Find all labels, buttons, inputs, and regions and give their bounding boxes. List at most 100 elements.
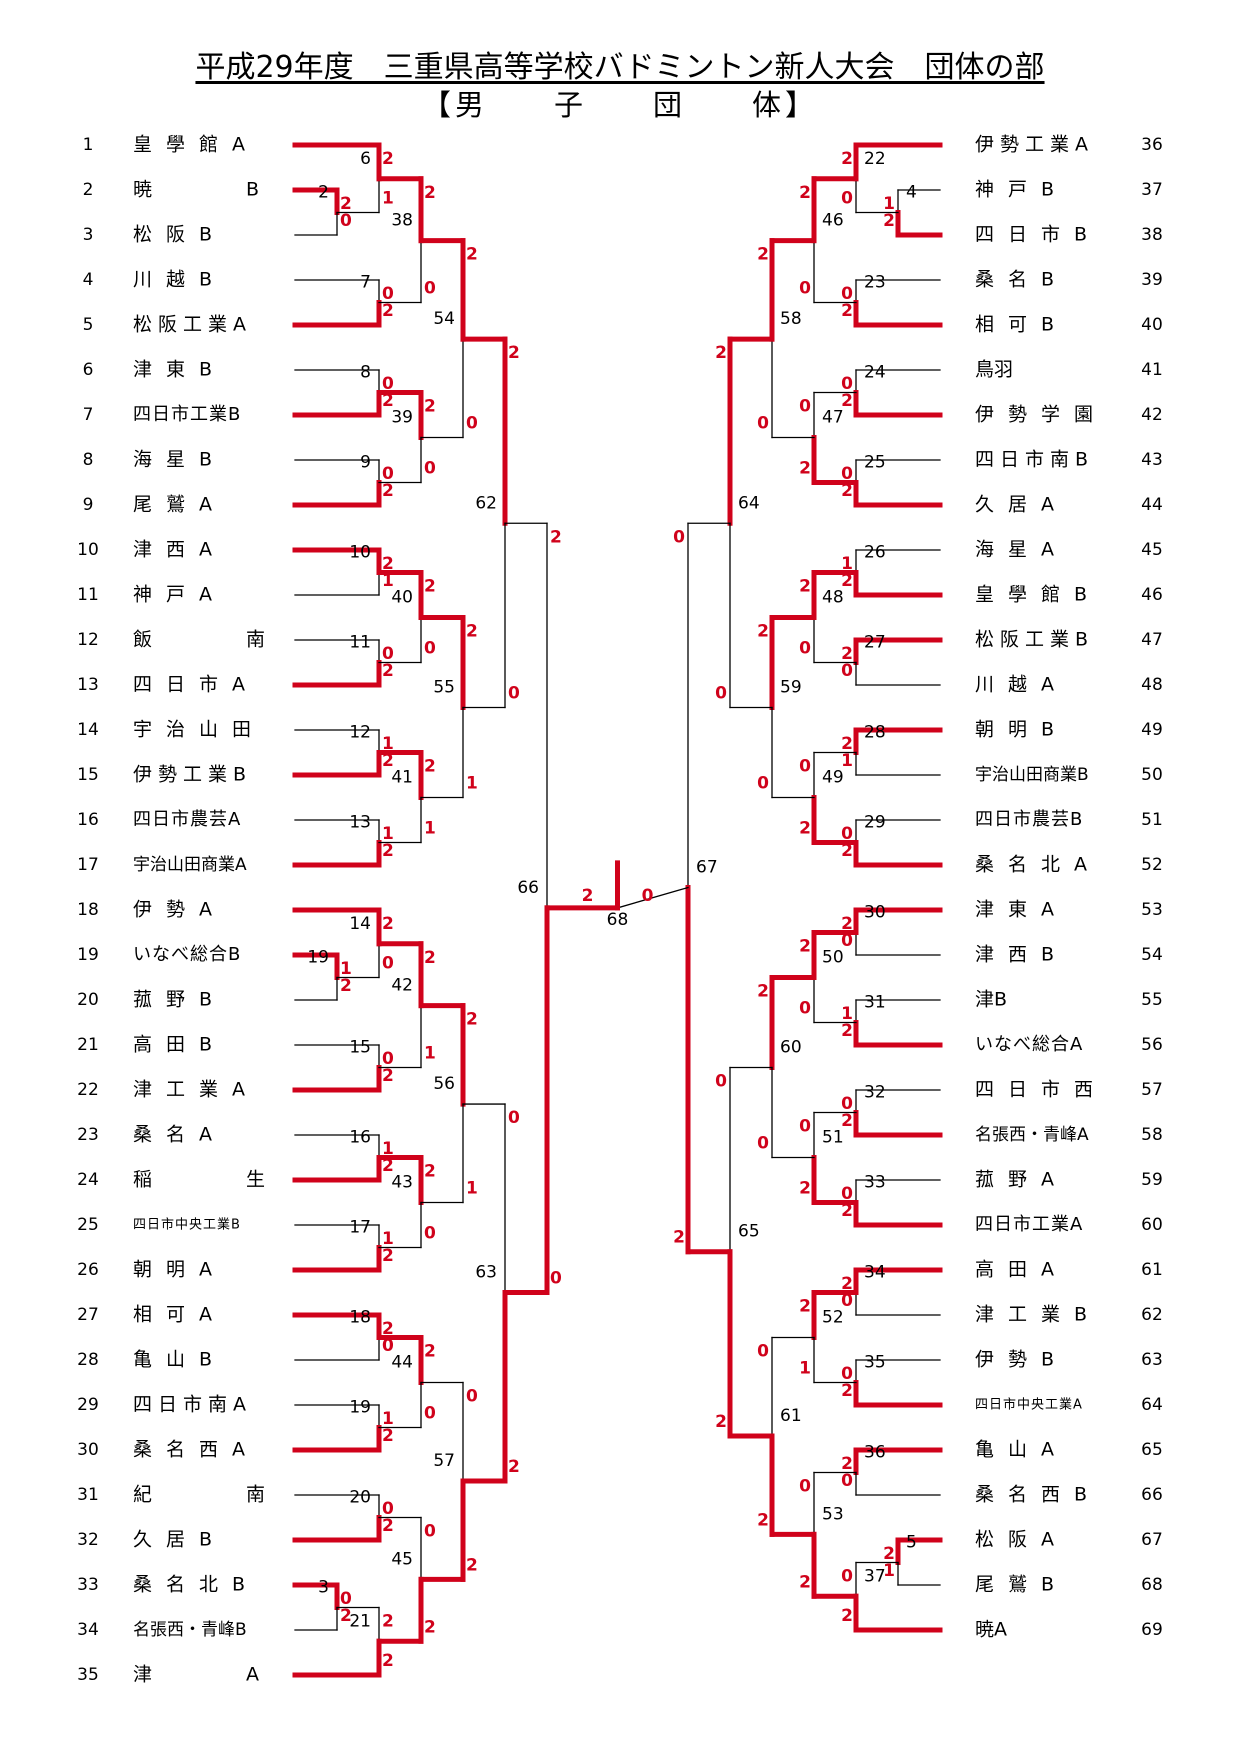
team-name: 南 (246, 1484, 265, 1506)
team-name: 亀山A (975, 1439, 1068, 1461)
team-name: 川越B (133, 269, 226, 291)
match-number: 34 (864, 1263, 886, 1283)
team-name: 鳥羽 (975, 359, 1013, 381)
match-number: 60 (780, 1038, 802, 1058)
team-number: 39 (1141, 270, 1163, 290)
team-number: 26 (77, 1260, 99, 1280)
team-number: 68 (1141, 1575, 1163, 1595)
team-name: 桑名北A (975, 854, 1101, 876)
team-number: 56 (1141, 1035, 1163, 1055)
team-name: 皇學館A (133, 134, 259, 156)
match-number: 24 (864, 363, 886, 383)
team-number: 67 (1141, 1530, 1163, 1550)
match-score: 1 (382, 571, 394, 591)
team-name: いなべ総合A (975, 1034, 1083, 1055)
match-score: 2 (799, 819, 811, 839)
match-number: 66 (517, 878, 539, 898)
match-score: 2 (841, 149, 853, 169)
match-score: 0 (841, 1291, 853, 1311)
team-name: 松阪A (975, 1529, 1068, 1551)
team-number: 55 (1141, 990, 1163, 1010)
team-name: 高田B (133, 1034, 226, 1056)
team-name: 稲 (133, 1169, 152, 1191)
match-score: 2 (508, 1457, 520, 1477)
team-number: 57 (1141, 1080, 1163, 1100)
match-number: 44 (391, 1353, 413, 1373)
match-score: 1 (841, 554, 853, 574)
match-score: 2 (382, 661, 394, 681)
match-score: 2 (466, 1010, 478, 1030)
match-number: 21 (349, 1611, 371, 1631)
match-number: 25 (864, 453, 886, 473)
match-number: 58 (780, 309, 802, 329)
match-score: 1 (799, 1359, 811, 1379)
match-number: 40 (391, 588, 413, 608)
match-score: 2 (673, 1228, 685, 1248)
match-score: 1 (382, 1409, 394, 1429)
match-score: 2 (841, 571, 853, 591)
match-number: 23 (864, 273, 886, 293)
match-score: 1 (883, 194, 895, 214)
team-name: 桑名西A (133, 1439, 259, 1461)
team-number: 45 (1141, 540, 1163, 560)
match-score: 2 (799, 1297, 811, 1317)
match-score: 0 (466, 414, 478, 434)
team-name: 宇治山田 (133, 719, 265, 741)
match-number: 7 (360, 273, 371, 293)
team-number: 34 (77, 1620, 99, 1640)
match-score: 2 (841, 1454, 853, 1474)
match-score: 0 (757, 774, 769, 794)
match-score: 2 (382, 1651, 394, 1671)
team-number: 59 (1141, 1170, 1163, 1190)
team-number: 52 (1141, 855, 1163, 875)
team-number: 47 (1141, 630, 1163, 650)
match-number: 61 (780, 1406, 802, 1426)
match-number: 45 (391, 1549, 413, 1569)
team-number: 17 (77, 855, 99, 875)
match-score: 0 (841, 931, 853, 951)
match-number: 37 (864, 1566, 886, 1586)
team-name: 名張西・青峰B (133, 1620, 247, 1640)
match-score: 2 (841, 1381, 853, 1401)
team-name: 四日市工業A (975, 1214, 1083, 1235)
match-score: 2 (424, 1342, 436, 1362)
team-name: 桑名西B (975, 1484, 1101, 1506)
team-name: 四日市中央工業B (133, 1217, 241, 1233)
match-score: 2 (841, 841, 853, 861)
match-score: 2 (382, 1516, 394, 1536)
match-number: 55 (433, 678, 455, 698)
team-number: 49 (1141, 720, 1163, 740)
match-number: 14 (349, 914, 371, 934)
match-score: 0 (382, 644, 394, 664)
team-number: 29 (77, 1395, 99, 1415)
match-score: 0 (799, 397, 811, 417)
team-name: 津 (133, 1664, 152, 1686)
match-number: 59 (780, 678, 802, 698)
match-score: 1 (382, 824, 394, 844)
team-name: 南 (246, 629, 265, 651)
team-number: 30 (77, 1440, 99, 1460)
match-score: 1 (883, 1561, 895, 1581)
match-score: 0 (799, 279, 811, 299)
team-number: 8 (83, 450, 94, 470)
team-name: 亀山B (133, 1349, 226, 1371)
team-number: 33 (77, 1575, 99, 1595)
match-score: 2 (841, 644, 853, 664)
match-number: 13 (349, 813, 371, 833)
match-score: 0 (757, 414, 769, 434)
team-number: 69 (1141, 1620, 1163, 1640)
team-number: 3 (83, 225, 94, 245)
match-score: 2 (715, 343, 727, 363)
match-number: 56 (433, 1074, 455, 1094)
team-name: 津工業B (975, 1304, 1101, 1326)
match-score: 2 (799, 577, 811, 597)
team-number: 24 (77, 1170, 99, 1190)
match-score: 2 (382, 914, 394, 934)
team-name: 津B (975, 989, 1007, 1011)
team-name: 松阪工業A (133, 314, 252, 336)
team-name: 桑名北B (133, 1574, 259, 1596)
match-score: 0 (841, 464, 853, 484)
team-name: 四日市西 (975, 1079, 1107, 1101)
match-score: 1 (841, 1004, 853, 1024)
